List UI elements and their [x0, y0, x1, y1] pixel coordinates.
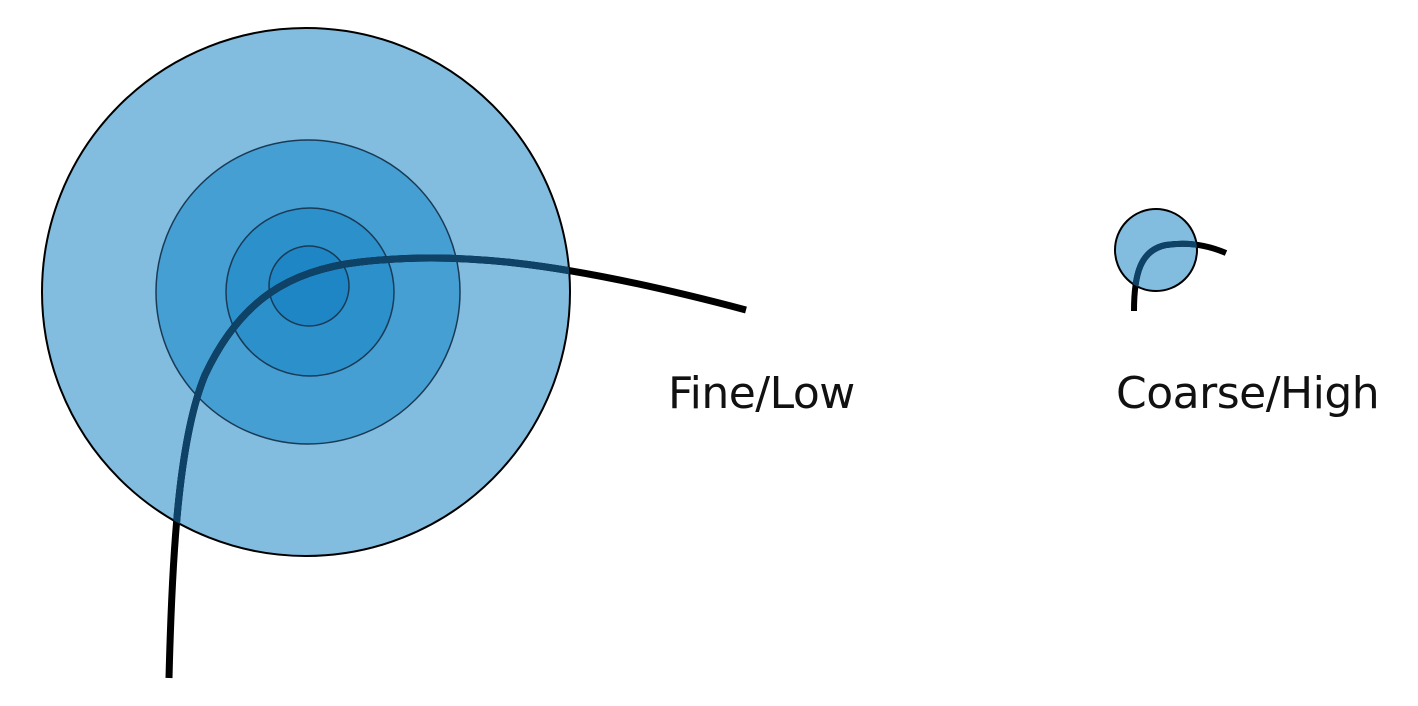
coarse-high-label: Coarse/High: [1116, 368, 1380, 419]
coarse-high-panel: [1114, 208, 1228, 312]
coarse-curve-inside: [1131, 240, 1197, 291]
fine-curve-inside: [165, 254, 570, 556]
fine-low-panel: [41, 27, 747, 679]
fine-low-label: Fine/Low: [668, 368, 855, 419]
